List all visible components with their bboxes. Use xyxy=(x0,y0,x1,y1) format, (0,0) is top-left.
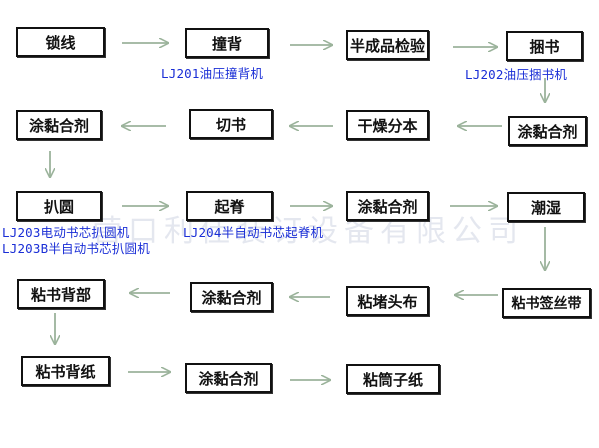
machine-label: LJ204半自动书芯起脊机 xyxy=(183,225,324,240)
step-box: 涂黏合剂 xyxy=(185,363,272,393)
step-box: 锁线 xyxy=(16,27,105,57)
machine-label: LJ203电动书芯扒圆机 xyxy=(2,225,130,240)
step-box: 半成品检验 xyxy=(346,30,429,60)
step-box: 粘书背部 xyxy=(17,279,105,309)
step-box: 扒圆 xyxy=(16,191,102,221)
machine-label: LJ202油压捆书机 xyxy=(465,67,568,82)
step-box: 撞背 xyxy=(185,28,269,58)
step-box: 涂黏合剂 xyxy=(16,110,102,140)
step-box: 涂黏合剂 xyxy=(346,191,429,221)
step-box: 粘堵头布 xyxy=(346,286,429,316)
step-box: 切书 xyxy=(189,109,273,139)
step-box: 粘书签丝带 xyxy=(502,288,591,318)
machine-label: LJ201油压撞背机 xyxy=(161,66,264,81)
step-box: 涂黏合剂 xyxy=(508,116,587,146)
watermark: 营口利佳装订设备有限公司 xyxy=(92,214,524,249)
step-box: 干燥分本 xyxy=(346,110,429,140)
step-box: 粘书背纸 xyxy=(21,356,110,386)
step-box: 涂黏合剂 xyxy=(190,282,273,312)
machine-label: LJ203B半自动书芯扒圆机 xyxy=(2,241,150,256)
step-box: 捆书 xyxy=(506,31,583,61)
step-box: 潮湿 xyxy=(507,192,585,222)
step-box: 起脊 xyxy=(186,191,273,221)
step-box: 粘筒子纸 xyxy=(346,364,440,394)
